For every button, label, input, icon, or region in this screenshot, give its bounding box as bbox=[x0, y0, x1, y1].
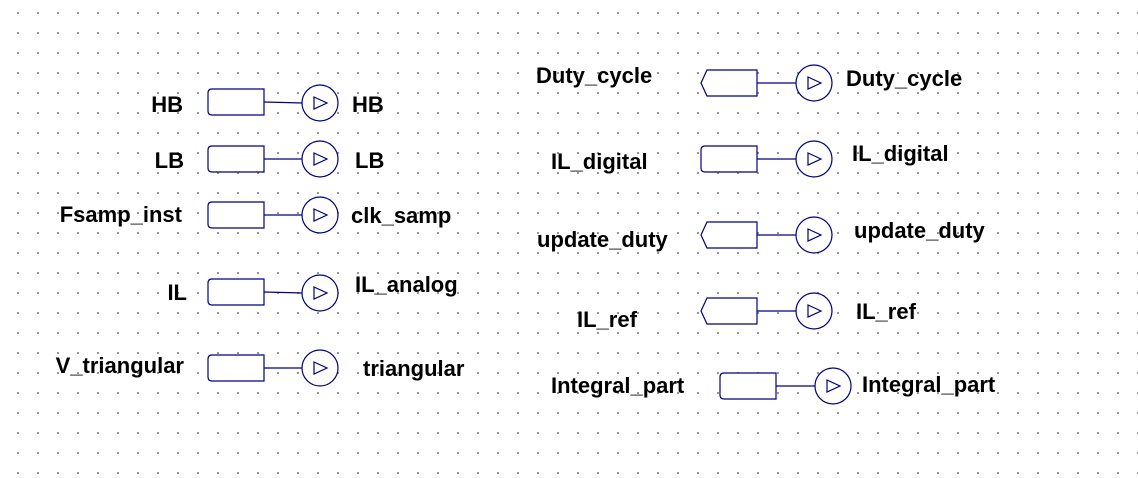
port-symbol[interactable] bbox=[207, 201, 265, 229]
play-triangle-icon bbox=[313, 152, 329, 166]
connection-10: Integral_part Integral_part bbox=[551, 367, 996, 405]
play-triangle-icon bbox=[807, 228, 823, 242]
connection-6: Duty_cycle Duty_cycle bbox=[536, 63, 962, 102]
net-flag-icon[interactable] bbox=[301, 84, 339, 122]
connection-2: LB LB bbox=[155, 140, 384, 178]
net-flag-icon[interactable] bbox=[795, 292, 833, 330]
net-flag-icon[interactable] bbox=[795, 216, 833, 254]
play-triangle-icon bbox=[313, 208, 329, 222]
net-flag-icon[interactable] bbox=[814, 367, 852, 405]
port-symbol[interactable] bbox=[700, 221, 758, 249]
play-triangle-icon bbox=[826, 379, 842, 393]
play-triangle-icon bbox=[807, 304, 823, 318]
connection-8: update_duty update_duty bbox=[537, 216, 986, 254]
port-label: HB bbox=[151, 92, 183, 117]
port-symbol[interactable] bbox=[700, 69, 758, 97]
port-label: IL_digital bbox=[551, 149, 648, 174]
port-symbol[interactable] bbox=[700, 145, 758, 173]
connection-3: Fsamp_inst clk_samp bbox=[60, 196, 451, 234]
net-flag-icon[interactable] bbox=[795, 140, 833, 178]
net-label: triangular bbox=[363, 356, 465, 381]
net-label: LB bbox=[355, 148, 384, 173]
net-flag-icon[interactable] bbox=[301, 349, 339, 387]
net-flag-icon[interactable] bbox=[301, 196, 339, 234]
net-label: clk_samp bbox=[351, 203, 451, 228]
connection-1: HB HB bbox=[151, 84, 384, 122]
net-label: Integral_part bbox=[862, 372, 996, 397]
wire bbox=[263, 101, 304, 104]
net-label: update_duty bbox=[854, 218, 986, 243]
play-triangle-icon bbox=[313, 96, 329, 110]
port-symbol[interactable] bbox=[207, 88, 265, 116]
net-label: IL_digital bbox=[852, 141, 949, 166]
port-symbol[interactable] bbox=[207, 278, 265, 306]
net-flag-icon[interactable] bbox=[301, 274, 339, 312]
port-label: update_duty bbox=[537, 227, 669, 252]
connection-4: IL IL_analog bbox=[167, 272, 458, 312]
connection-9: IL_ref IL_ref bbox=[577, 292, 917, 332]
port-label: Duty_cycle bbox=[536, 63, 652, 88]
net-label: IL_ref bbox=[856, 299, 917, 324]
port-label: Fsamp_inst bbox=[60, 202, 183, 227]
port-label: Integral_part bbox=[551, 373, 685, 398]
net-label: IL_analog bbox=[355, 272, 458, 297]
port-symbol[interactable] bbox=[207, 145, 265, 173]
port-label: V_triangular bbox=[56, 353, 185, 378]
play-triangle-icon bbox=[313, 361, 329, 375]
port-symbol[interactable] bbox=[700, 297, 758, 325]
connection-7: IL_digital IL_digital bbox=[551, 140, 949, 178]
port-label: IL_ref bbox=[577, 307, 638, 332]
port-symbol[interactable] bbox=[207, 354, 265, 382]
play-triangle-icon bbox=[807, 152, 823, 166]
net-flag-icon[interactable] bbox=[795, 64, 833, 102]
port-label: LB bbox=[155, 148, 184, 173]
play-triangle-icon bbox=[313, 286, 329, 300]
connection-5: V_triangular triangular bbox=[56, 349, 465, 387]
port-symbol[interactable] bbox=[719, 372, 777, 400]
wire bbox=[263, 291, 304, 294]
play-triangle-icon bbox=[807, 76, 823, 90]
net-label: HB bbox=[352, 92, 384, 117]
net-flag-icon[interactable] bbox=[301, 140, 339, 178]
net-label: Duty_cycle bbox=[846, 66, 962, 91]
port-label: IL bbox=[167, 280, 187, 305]
